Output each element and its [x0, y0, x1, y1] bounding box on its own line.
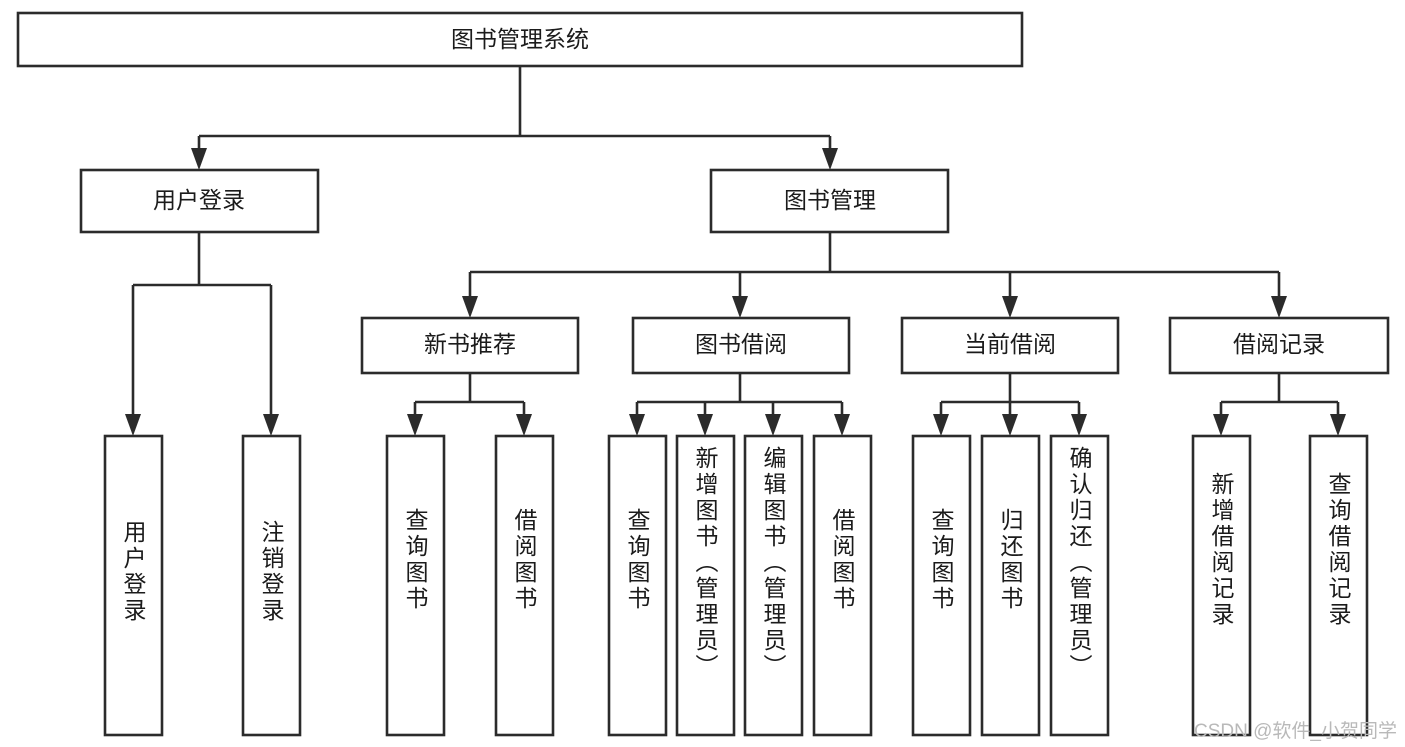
node-leaf-query-book-2-box	[607, 434, 668, 737]
node-leaf-query-book-1-box	[385, 434, 446, 737]
node-leaf-add-record[interactable]: 新增借阅记录	[1191, 434, 1252, 737]
arrow-borrow-record-leaf-2-icon	[1330, 414, 1346, 436]
node-leaf-query-book-2-label: 查询图书	[624, 508, 651, 612]
arrow-bm-to-book-borrow-icon	[732, 296, 748, 318]
node-book-borrow-label: 图书借阅	[695, 331, 787, 357]
node-leaf-user-logout-box	[241, 434, 302, 737]
node-leaf-borrow-book-1-box	[494, 434, 555, 737]
node-leaf-return-book[interactable]: 归还图书	[980, 434, 1041, 737]
arrow-new-book-leaf-1-icon	[407, 414, 423, 436]
node-book-management-label: 图书管理	[784, 187, 876, 213]
node-leaf-query-book-3-box	[911, 434, 972, 737]
arrow-bm-to-current-borrow-icon	[1002, 296, 1018, 318]
arrow-book-borrow-leaf-1-icon	[629, 414, 645, 436]
node-leaf-query-book-2[interactable]: 查询图书	[607, 434, 668, 737]
node-leaf-add-record-box	[1191, 434, 1252, 737]
node-leaf-confirm-return-label: 确认归还（管理员）	[1066, 446, 1093, 680]
node-user-login-label: 用户登录	[153, 187, 245, 213]
node-user-login-box	[79, 168, 320, 234]
node-leaf-add-book-box	[675, 434, 736, 737]
node-root-label: 图书管理系统	[451, 26, 589, 52]
arrow-root-to-book-management-icon	[822, 148, 838, 170]
node-leaf-confirm-return-box	[1049, 434, 1110, 737]
arrow-bm-to-borrow-record-icon	[1271, 296, 1287, 318]
node-book-borrow-box	[631, 316, 851, 375]
node-borrow-record-box	[1168, 316, 1390, 375]
node-new-book-recommend-label: 新书推荐	[424, 331, 516, 357]
arrow-new-book-leaf-2-icon	[516, 414, 532, 436]
arrow-book-borrow-leaf-2-icon	[697, 414, 713, 436]
node-leaf-query-record-box	[1308, 434, 1369, 737]
node-leaf-borrow-book-2-box	[812, 434, 873, 737]
node-leaf-user-logout[interactable]: 注销登录	[241, 434, 302, 737]
node-leaf-borrow-book-2[interactable]: 借阅图书	[812, 434, 873, 737]
node-leaf-query-record[interactable]: 查询借阅记录	[1308, 434, 1369, 737]
node-leaf-query-book-1-label: 查询图书	[402, 508, 429, 612]
arrow-book-borrow-leaf-3-icon	[765, 414, 781, 436]
node-leaf-return-book-box	[980, 434, 1041, 737]
node-new-book-recommend[interactable]: 新书推荐	[360, 316, 580, 375]
node-leaf-query-book-3[interactable]: 查询图书	[911, 434, 972, 737]
node-book-borrow[interactable]: 图书借阅	[631, 316, 851, 375]
arrow-user-login-leaf-1-icon	[125, 414, 141, 436]
arrow-borrow-record-leaf-1-icon	[1213, 414, 1229, 436]
arrow-current-borrow-leaf-1-icon	[933, 414, 949, 436]
node-leaf-query-book-1[interactable]: 查询图书	[385, 434, 446, 737]
node-current-borrow[interactable]: 当前借阅	[900, 316, 1120, 375]
node-book-management-box	[709, 168, 950, 234]
arrow-book-borrow-leaf-4-icon	[834, 414, 850, 436]
node-leaf-borrow-book-1-label: 借阅图书	[511, 508, 538, 612]
connector-layer	[125, 66, 1346, 436]
node-leaf-query-record-label: 查询借阅记录	[1325, 472, 1352, 628]
node-leaf-user-login-label: 用户登录	[120, 520, 147, 624]
node-root[interactable]: 图书管理系统	[16, 11, 1024, 68]
node-leaf-return-book-label: 归还图书	[997, 508, 1024, 612]
node-leaf-edit-book[interactable]: 编辑图书（管理员）	[743, 434, 804, 737]
arrow-current-borrow-leaf-3-icon	[1071, 414, 1087, 436]
node-current-borrow-label: 当前借阅	[964, 331, 1056, 357]
node-leaf-query-book-3-label: 查询图书	[928, 508, 955, 612]
node-leaf-add-book-label: 新增图书（管理员）	[692, 446, 719, 680]
node-book-management[interactable]: 图书管理	[709, 168, 950, 234]
node-leaf-add-book[interactable]: 新增图书（管理员）	[675, 434, 736, 737]
node-borrow-record[interactable]: 借阅记录	[1168, 316, 1390, 375]
node-leaf-add-record-label: 新增借阅记录	[1208, 472, 1235, 628]
node-leaf-confirm-return[interactable]: 确认归还（管理员）	[1049, 434, 1110, 737]
arrow-user-login-leaf-2-icon	[263, 414, 279, 436]
node-root-box	[16, 11, 1024, 68]
node-leaf-edit-book-box	[743, 434, 804, 737]
node-user-login[interactable]: 用户登录	[79, 168, 320, 234]
node-leaf-user-login-box	[103, 434, 164, 737]
node-leaf-borrow-book-1[interactable]: 借阅图书	[494, 434, 555, 737]
node-borrow-record-label: 借阅记录	[1233, 331, 1325, 357]
arrow-bm-to-new-book-icon	[462, 296, 478, 318]
arrow-root-to-user-login-icon	[191, 148, 207, 170]
node-leaf-user-login[interactable]: 用户登录	[103, 434, 164, 737]
node-current-borrow-box	[900, 316, 1120, 375]
arrow-current-borrow-leaf-2-icon	[1002, 414, 1018, 436]
node-new-book-recommend-box	[360, 316, 580, 375]
node-leaf-user-logout-label: 注销登录	[258, 520, 285, 624]
node-leaf-edit-book-label: 编辑图书（管理员）	[760, 446, 787, 680]
node-leaf-borrow-book-2-label: 借阅图书	[829, 508, 856, 612]
